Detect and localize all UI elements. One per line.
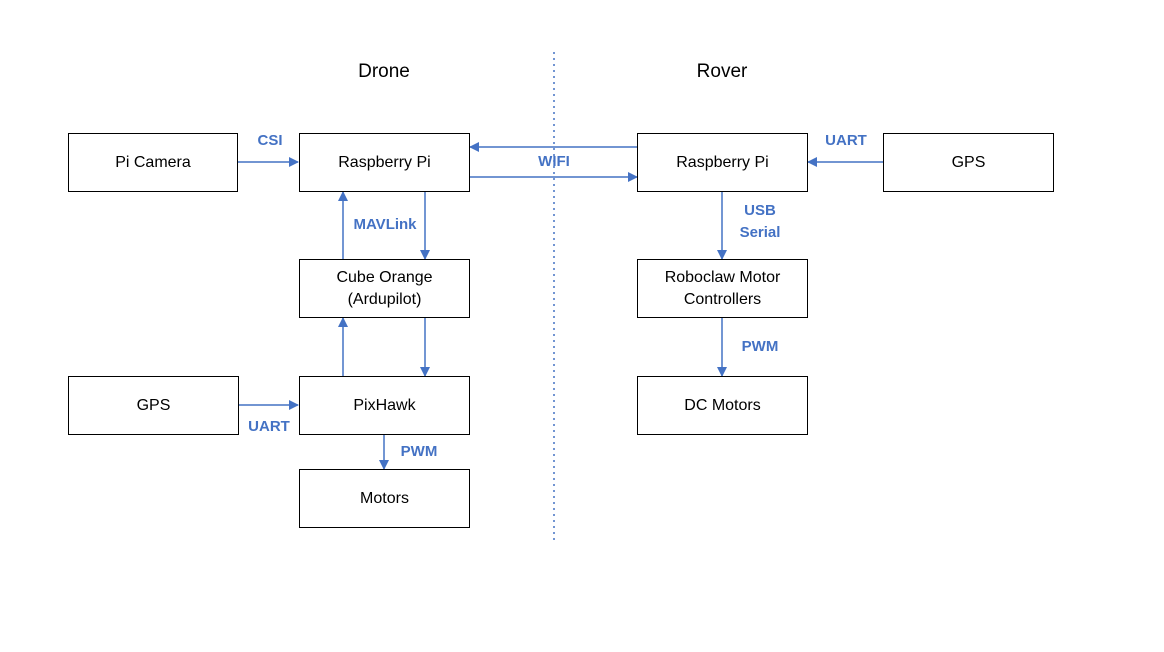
wifi-edge-label: WIFI — [538, 153, 570, 170]
dc-motors-box: DC Motors — [637, 376, 808, 435]
cube-orange-label-line1: Cube Orange — [336, 268, 433, 286]
rover-gps-box: GPS — [883, 133, 1054, 192]
motors-box: Motors — [299, 469, 470, 528]
pi-camera-label: Pi Camera — [115, 153, 191, 171]
usb-serial-label-line2: Serial — [739, 224, 781, 241]
cube-orange-label-line2: (Ardupilot) — [347, 290, 422, 308]
drone-raspberry-pi-label: Raspberry Pi — [338, 153, 431, 171]
rover-raspberry-pi-label: Raspberry Pi — [676, 153, 769, 171]
pi-camera-box: Pi Camera — [68, 133, 238, 192]
roboclaw-box: Roboclaw Motor Controllers — [637, 259, 808, 318]
roboclaw-label-line1: Roboclaw Motor — [664, 268, 781, 286]
drone-gps-label: GPS — [136, 396, 171, 414]
pwm-rover-edge-label: PWM — [741, 338, 779, 355]
rover-gps-label: GPS — [951, 153, 986, 171]
pixhawk-label: PixHawk — [353, 396, 416, 414]
pwm-drone-edge-label: PWM — [400, 443, 438, 460]
rover-raspberry-pi-box: Raspberry Pi — [637, 133, 808, 192]
dc-motors-label: DC Motors — [684, 396, 761, 414]
drone-gps-box: GPS — [68, 376, 239, 435]
usb-serial-label-line1: USB — [744, 202, 776, 219]
uart-rover-edge-label: UART — [825, 132, 867, 149]
drone-heading: Drone — [358, 61, 410, 82]
pixhawk-box: PixHawk — [299, 376, 470, 435]
usb-serial-edge-label: USB Serial — [732, 200, 788, 244]
cube-orange-box: Cube Orange (Ardupilot) — [299, 259, 470, 318]
rover-heading: Rover — [696, 61, 748, 82]
roboclaw-label-line2: Controllers — [683, 290, 762, 308]
motors-label: Motors — [360, 489, 409, 507]
mavlink-edge-label: MAVLink — [353, 216, 417, 233]
csi-edge-label: CSI — [257, 132, 283, 149]
uart-drone-edge-label: UART — [248, 418, 290, 435]
drone-raspberry-pi-box: Raspberry Pi — [299, 133, 470, 192]
